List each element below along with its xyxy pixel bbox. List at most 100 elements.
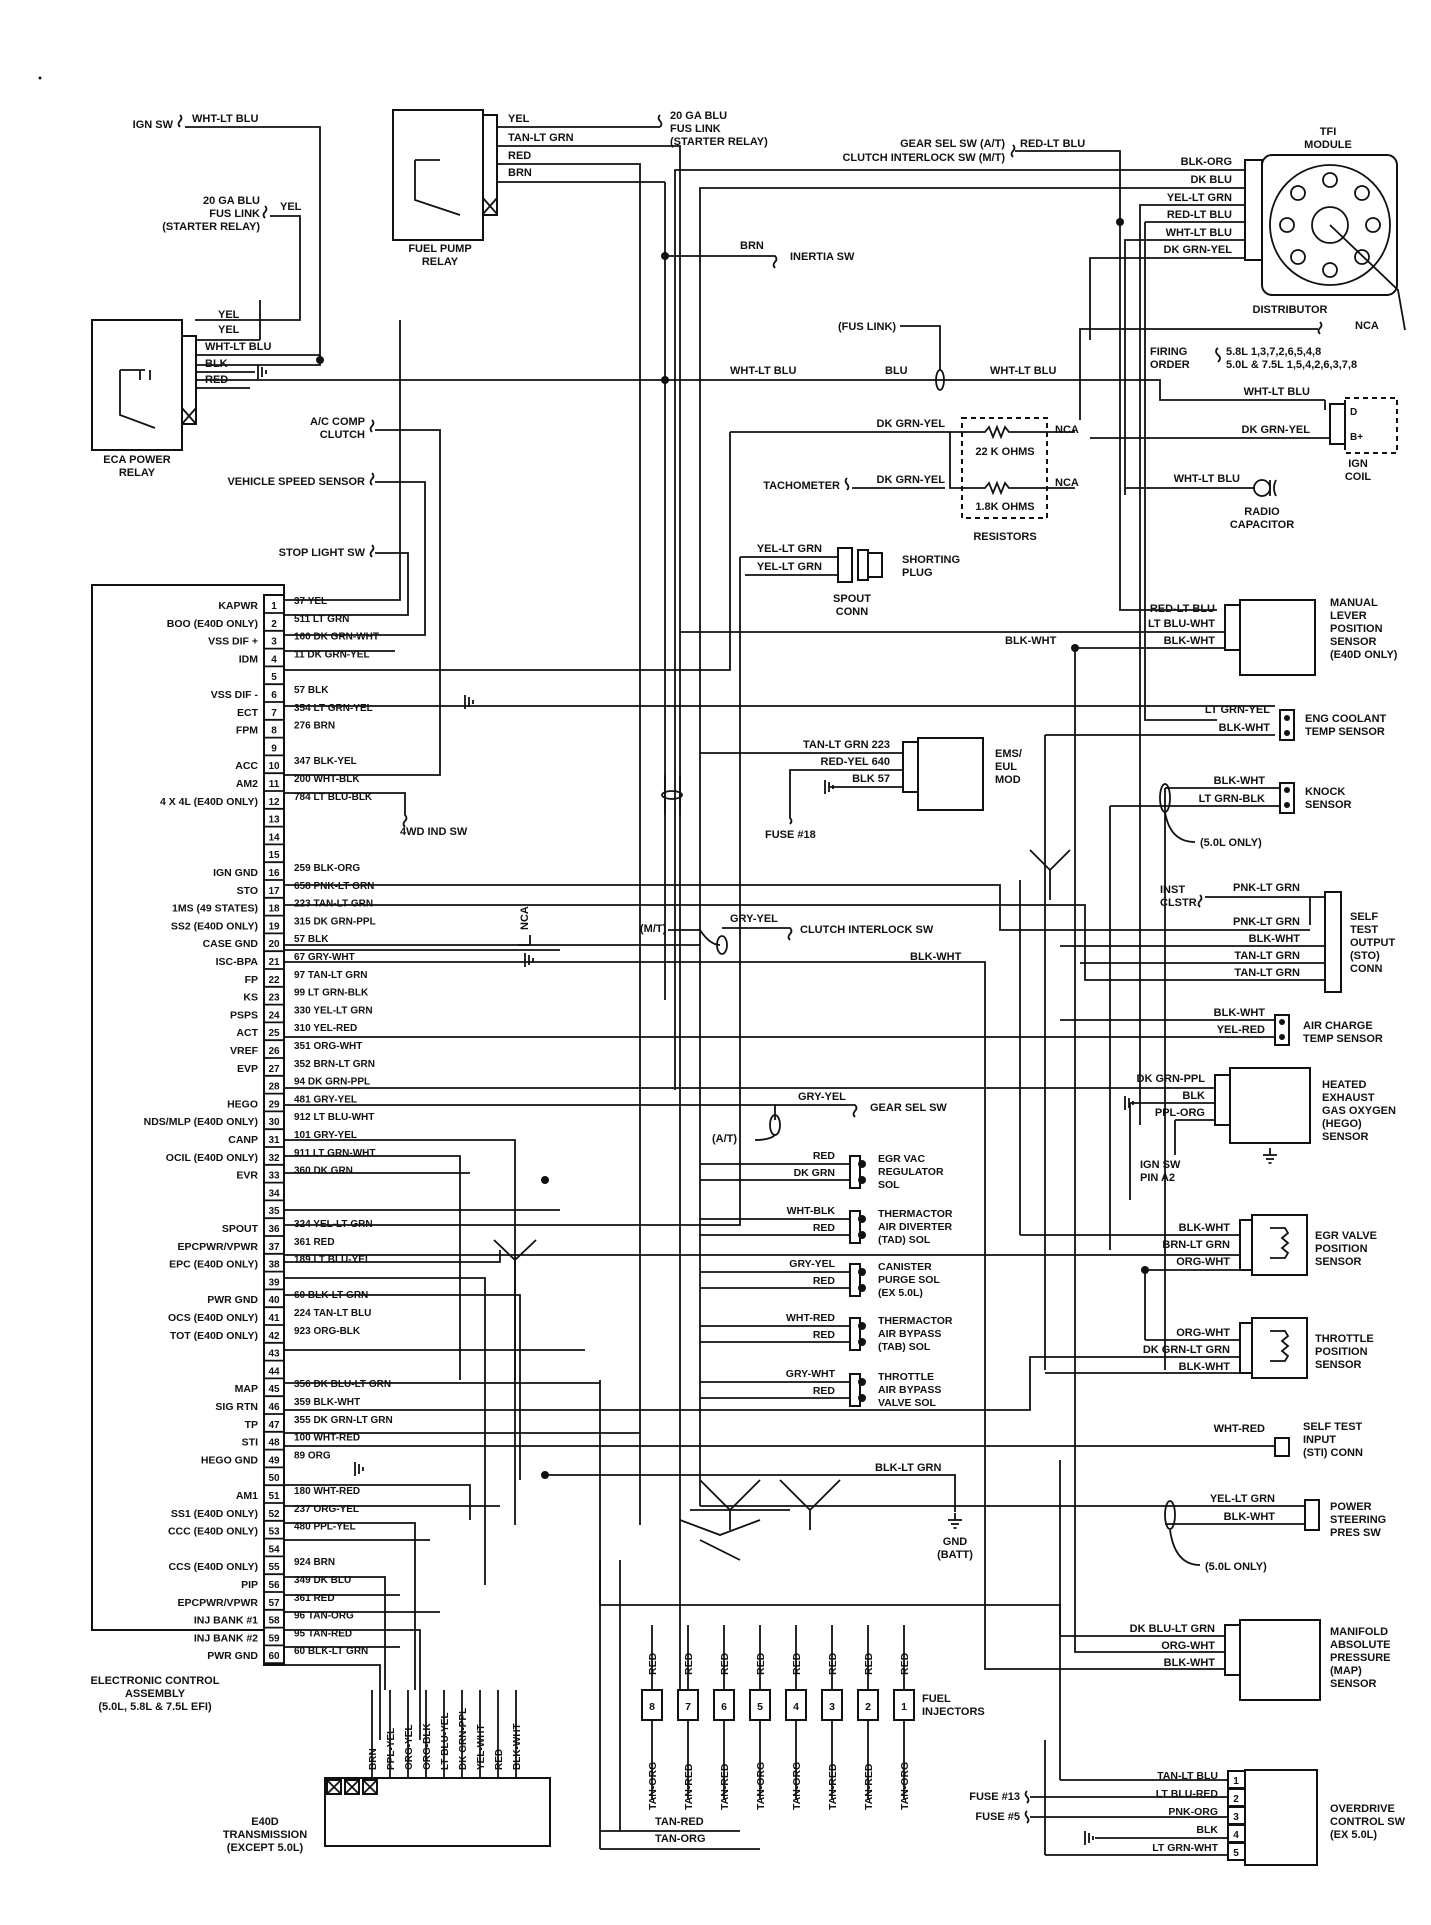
ecm-pin-wire: 99 LT GRN-BLK — [294, 988, 369, 999]
solenoid-label-1: EGR VAC — [878, 1153, 925, 1165]
injector-red-wire: RED — [791, 1652, 803, 1675]
ems-label-1: EMS/ — [995, 748, 1022, 760]
ecm-pin-function: KAPWR — [218, 600, 258, 612]
ecm-pin-number: 14 — [268, 832, 280, 843]
ect-label-1: ENG COOLANT — [1305, 713, 1387, 725]
map-label-3: PRESSURE — [1330, 1652, 1391, 1664]
spout-conn-1: SPOUT — [833, 593, 871, 605]
psps-note: (5.0L ONLY) — [1205, 1561, 1267, 1573]
injector-number: 5 — [757, 1701, 763, 1713]
ecm-pin-number: 51 — [268, 1491, 280, 1502]
gear-at-label: GEAR SEL SW — [870, 1102, 947, 1114]
ecm-pin-number: 5 — [271, 672, 277, 683]
ecm-pin-number: 21 — [268, 957, 280, 968]
ecm-pin-function: FP — [245, 974, 258, 986]
firing-order: FIRING ORDER 5.8L 1,3,7,2,6,5,4,8 5.0L &… — [1150, 346, 1357, 371]
solenoid-label-1: THROTTLE — [878, 1371, 934, 1383]
egr-label-1: EGR VALVE — [1315, 1230, 1377, 1242]
egr-box — [1251, 1214, 1308, 1276]
ecm-pin-number: 45 — [268, 1384, 280, 1395]
injector-tan-wire: TAN-RED — [683, 1763, 695, 1810]
ecm-pin-function: INJ BANK #1 — [194, 1615, 258, 1627]
dist-label: DISTRIBUTOR — [1253, 304, 1328, 316]
ems-label-2: EUL — [995, 761, 1017, 773]
ac-clutch-2: CLUTCH — [320, 429, 365, 441]
ecm-pin-number: 52 — [268, 1509, 280, 1520]
ecm-pin-wire: 355 DK GRN-LT GRN — [294, 1415, 393, 1426]
trans-wire: ORG-BLK — [422, 1690, 433, 1778]
solenoid-wire-1: WHT-RED — [786, 1312, 835, 1324]
solenoid-wire-1: RED — [813, 1150, 836, 1162]
psps-wire-1: YEL-LT GRN — [1210, 1493, 1275, 1505]
ecm-pin-wire: 351 ORG-WHT — [294, 1041, 362, 1052]
ign-coil: D B+ WHT-LT BLU DK GRN-YEL IGN COIL — [1090, 386, 1398, 483]
trans-wire-label: ORG-YEL — [404, 1724, 415, 1770]
ecm-pin-number: 43 — [268, 1349, 280, 1360]
sto-wire-4: TAN-LT GRN — [1234, 950, 1300, 962]
distributor-cap — [1269, 164, 1391, 286]
act-sensor: BLK-WHT YEL-RED AIR CHARGE TEMP SENSOR — [284, 1007, 1383, 1046]
injector-red-wire: RED — [827, 1652, 839, 1675]
firing-2: ORDER — [1150, 359, 1190, 371]
solenoid-label-2: PURGE SOL — [878, 1274, 940, 1286]
ecm-pin-number: 6 — [271, 690, 277, 701]
solenoid-wire-2: RED — [813, 1329, 836, 1341]
egr-wire-2: BRN-LT GRN — [1162, 1239, 1230, 1251]
ecm-pin-function: 1MS (49 STATES) — [172, 903, 258, 915]
ecm-pin-function: ACC — [235, 760, 258, 772]
ecm-pin-wire: 57 BLK — [294, 934, 329, 945]
ecm-pin-function: IDM — [239, 653, 259, 665]
hego-label-4: (HEGO) — [1322, 1118, 1362, 1130]
knock-note: (5.0L ONLY) — [1200, 837, 1262, 849]
ecm-pin-wire: 347 BLK-YEL — [294, 756, 357, 767]
ecm-pin-function: SIG RTN — [215, 1401, 258, 1413]
od-pin: 1 — [1233, 1776, 1239, 1787]
map-sensor: DK BLU-LT GRN ORG-WHT BLK-WHT MANIFOLD A… — [599, 1290, 1391, 1701]
ecm-pin-number: 16 — [268, 868, 280, 879]
gear-sel-2: CLUTCH INTERLOCK SW (M/T) — [842, 152, 1005, 164]
injector-red-wire: RED — [899, 1652, 911, 1675]
clutch-mt: (M/T) — [640, 923, 667, 935]
ecm-pin-function: VSS DIF - — [211, 689, 259, 701]
ecm-pin-number: 19 — [268, 921, 280, 932]
fus-link-group: 20 GA BLU FUS LINK (STARTER RELAY) YEL — [162, 195, 302, 321]
firing-order-2: 5.0L & 7.5L 1,5,4,2,6,3,7,8 — [1226, 359, 1357, 371]
ecm-pin-wire: 315 DK GRN-PPL — [294, 916, 376, 927]
inj-label-2: INJECTORS — [922, 1706, 985, 1718]
ecm-pin-wire: 101 GRY-YEL — [294, 1130, 357, 1141]
trans-wire: YEL-WHT — [476, 1690, 487, 1778]
eca-relay-label-2: RELAY — [119, 467, 156, 479]
fus-link-1: 20 GA BLU — [203, 195, 260, 207]
injector-red-wire: RED — [755, 1652, 767, 1675]
od-wire: PNK-ORG — [1168, 1806, 1218, 1818]
hego-ign-1: IGN SW — [1140, 1159, 1181, 1171]
ecm-pin-number: 31 — [268, 1135, 280, 1146]
mlps: RED-LT BLU LT BLU-WHT BLK-WHT BLK-WHT MA… — [680, 597, 1398, 1590]
od-pin: 5 — [1233, 1848, 1239, 1859]
sti-conn: WHT-RED SELF TEST INPUT (STI) CONN — [284, 1421, 1363, 1459]
sto-label-1: SELF — [1350, 911, 1378, 923]
gear-sel-wire: RED-LT BLU — [1020, 138, 1085, 150]
ecm-pin-wire: 356 DK BLU-LT GRN — [294, 1379, 391, 1390]
tps-sensor: ORG-WHT DK GRN-LT GRN BLK-WHT THROTTLE P… — [284, 1270, 1374, 1411]
solenoid-label-2: AIR BYPASS — [878, 1328, 941, 1340]
trans-wire-label: BRN — [368, 1748, 379, 1770]
radio-label-2: CAPACITOR — [1230, 519, 1294, 531]
fus-link-mid-left: WHT-LT BLU — [730, 365, 796, 377]
ecm-pin-number: 53 — [268, 1527, 280, 1538]
ecm-pin-function: PWR GND — [207, 1650, 258, 1662]
trans-wire-label: LT BLU-YEL — [440, 1712, 451, 1770]
res-nca-2: NCA — [1055, 477, 1079, 489]
eca-wire-3: WHT-LT BLU — [205, 341, 271, 353]
ecm-pin-number: 41 — [268, 1313, 280, 1324]
